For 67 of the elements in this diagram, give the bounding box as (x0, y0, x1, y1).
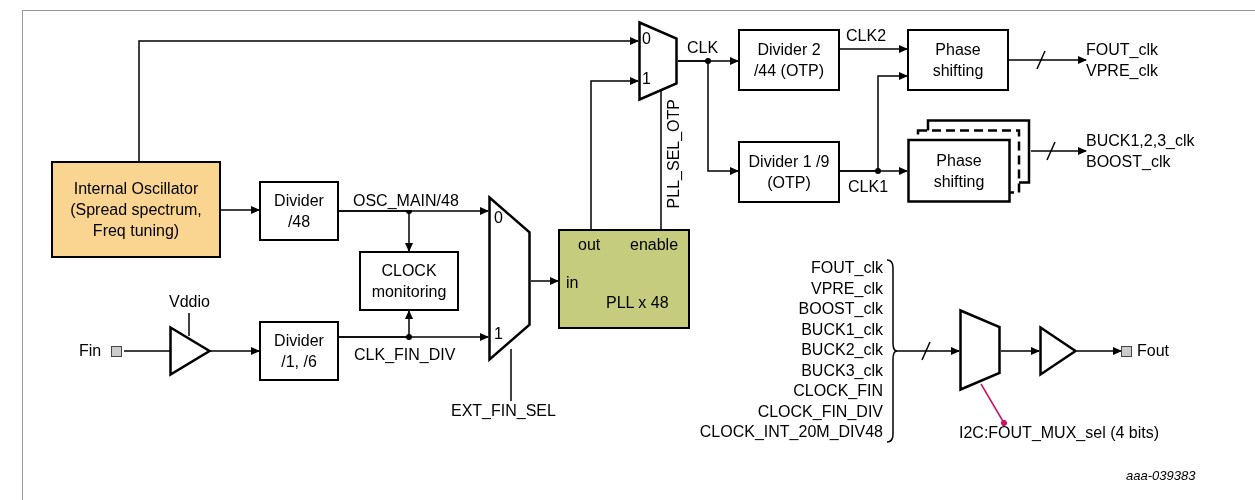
pll-box (558, 229, 690, 329)
input-number: 1 (494, 324, 503, 344)
supply-label: Vddio (169, 292, 210, 312)
port-label: enable (630, 235, 679, 255)
buffer-triangle (169, 326, 211, 376)
block-label: PLL x 48 (606, 293, 669, 313)
signal-label: BUCK2_clk (801, 340, 883, 360)
arrow (590, 77, 639, 230)
pin-label: Fout (1137, 341, 1169, 361)
signal-label: I2C:FOUT_MUX_sel (4 bits) (959, 423, 1160, 443)
block-label: Phase shifting (931, 40, 985, 81)
buffer-triangle (1039, 326, 1077, 376)
input-number: 0 (494, 208, 503, 228)
oscillator-box (51, 161, 221, 258)
arrow (138, 37, 639, 162)
arrow (839, 45, 908, 53)
block-label: CLOCK monitoring (370, 261, 448, 302)
phase-shifter-box (907, 29, 1009, 91)
arrow (1076, 347, 1122, 355)
signal-line (510, 348, 512, 402)
leader-line (980, 383, 1007, 426)
signal-label: BUCK1_clk (801, 319, 883, 340)
multiplexer (488, 196, 531, 361)
signal-label: BOOST_clk (1086, 152, 1171, 172)
arrow (338, 210, 413, 252)
arrow (338, 310, 413, 338)
arrow (1000, 347, 1040, 355)
signal-label: BOOST_clk (798, 299, 883, 319)
signal-label: FOUT_clk (1086, 40, 1158, 60)
arrow (530, 277, 559, 285)
arrow (209, 347, 260, 355)
signal-line (660, 90, 662, 230)
signal-label: BUCK1,2,3_clk (1086, 131, 1195, 151)
signal-label: BUCK3_clk (801, 360, 883, 381)
multiplexer (638, 21, 678, 101)
pin-label: Fin (79, 341, 102, 361)
block-label: Divider 1 /9 (OTP) (747, 152, 831, 193)
input-number: 0 (642, 29, 651, 49)
edge-label: CLK_FIN_DIV (352, 346, 458, 364)
input-number: 1 (642, 69, 651, 89)
phase-shifter-stack (907, 119, 1031, 203)
port-label: out (578, 235, 601, 255)
block-label: Divider 2 /44 (OTP) (752, 40, 826, 81)
signal-label: VPRE_clk (1086, 61, 1159, 81)
arrow (677, 60, 739, 175)
arrow (1030, 147, 1087, 155)
block-label: Internal Oscillator (Spread spectrum, Freq tuning) (69, 179, 203, 241)
signal-label: FOUT_clk (811, 258, 883, 278)
block-label: Phase shifting (932, 151, 986, 192)
block-label: Divider /48 (273, 191, 325, 232)
arrow (894, 347, 960, 355)
multiplexer (959, 309, 1001, 391)
arrow (839, 72, 908, 172)
signal-label: CLOCK_FIN (793, 381, 883, 401)
block-label: Divider /1, /6 (273, 331, 325, 372)
edge-label: PLL_SEL_OTP (665, 98, 683, 211)
arrow (220, 206, 260, 214)
arrow (1008, 56, 1087, 64)
edge-label: OSC_MAIN/48 (351, 192, 461, 210)
signal-label: EXT_FIN_SEL (451, 401, 556, 421)
signal-label: VPRE_clk (810, 278, 883, 299)
signal-line (123, 350, 171, 352)
signal-label: CLOCK_FIN_DIV (757, 401, 883, 422)
port-label: in (566, 273, 579, 293)
monitor-box (359, 251, 459, 311)
signal-label: CLOCK_INT_20M_DIV48 (699, 422, 883, 442)
figure-id: aaa-039383 (1126, 467, 1196, 485)
